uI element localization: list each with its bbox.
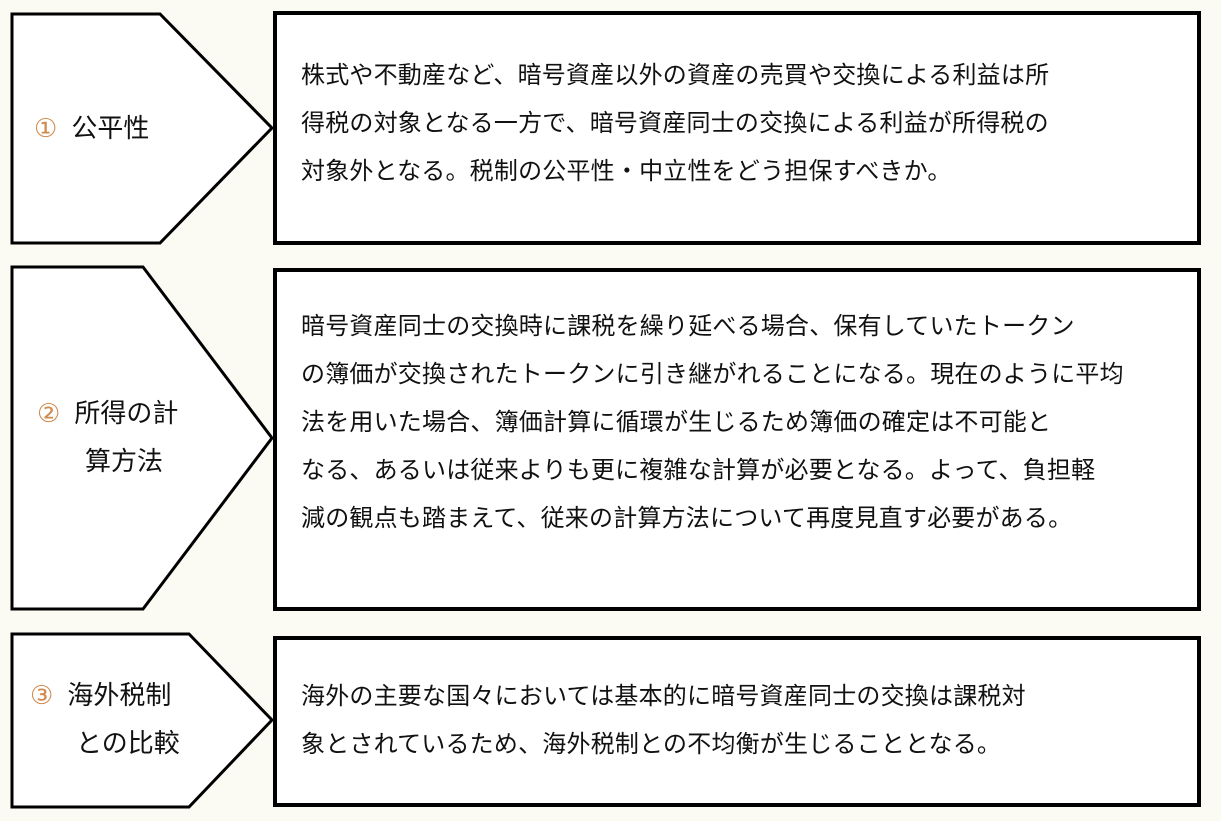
item-row-fairness: ① 公平性 株式や不動産など、暗号資産以外の資産の売買や交換による利益は所 得税の… xyxy=(0,0,1221,250)
item-description: 暗号資産同士の交換時に課税を繰り延べる場合、保有していたトークン の簿価が交換さ… xyxy=(301,302,1187,542)
description-line: 得税の対象となる一方で、暗号資産同士の交換による利益が所得税の xyxy=(301,109,1049,137)
item-number: ① xyxy=(34,114,58,144)
item-title-line: 公平性 xyxy=(71,114,150,144)
item-title-line: 海外税制 xyxy=(67,681,172,711)
item-description-box: 株式や不動産など、暗号資産以外の資産の売買や交換による利益は所 得税の対象となる… xyxy=(273,11,1201,245)
item-heading: ② 所得の計 算方法 xyxy=(37,390,178,486)
item-description: 海外の主要な国々においては基本的に暗号資産同士の交換は課税対 象とされているため… xyxy=(301,672,1187,768)
item-description: 株式や不動産など、暗号資産以外の資産の売買や交換による利益は所 得税の対象となる… xyxy=(301,51,1187,195)
description-line: の簿価が交換されたトークンに引き継がれることになる。現在のように平均 xyxy=(301,360,1124,388)
pentagon-arrow-shape xyxy=(10,265,274,611)
description-line: 海外の主要な国々においては基本的に暗号資産同士の交換は課税対 xyxy=(301,682,1026,710)
item-row-income-calculation: ② 所得の計 算方法 暗号資産同士の交換時に課税を繰り延べる場合、保有していたトー… xyxy=(10,265,1201,611)
description-line: 象とされているため、海外税制との不均衡が生じることとなる。 xyxy=(301,730,1002,758)
item-number: ③ xyxy=(30,681,54,711)
item-title-line: 所得の計 xyxy=(74,399,179,429)
pentagon-arrow-shape xyxy=(10,12,275,245)
description-line: 株式や不動産など、暗号資産以外の資産の売買や交換による利益は所 xyxy=(301,61,1050,89)
description-line: 対象外となる。税制の公平性・中立性をどう担保すべきか。 xyxy=(301,157,952,185)
description-line: 減の観点も踏まえて、従来の計算方法について再度見直す必要がある。 xyxy=(301,504,1073,532)
item-heading: ① 公平性 xyxy=(34,105,149,153)
item-description-box: 暗号資産同士の交換時に課税を繰り延べる場合、保有していたトークン の簿価が交換さ… xyxy=(273,268,1201,611)
item-heading: ③ 海外税制 との比較 xyxy=(30,672,180,768)
item-title-line: 算方法 xyxy=(85,447,164,477)
item-number: ② xyxy=(37,399,61,429)
description-line: 暗号資産同士の交換時に課税を繰り延べる場合、保有していたトークン xyxy=(301,312,1075,340)
item-title-line: との比較 xyxy=(76,729,180,759)
description-line: 法を用いた場合、簿価計算に循環が生じるため簿価の確定は不可能と xyxy=(301,408,1052,436)
description-line: なる、あるいは従来よりも更に複雑な計算が必要となる。よって、負担軽 xyxy=(301,456,1096,484)
pentagon-arrow-shape xyxy=(10,632,275,809)
item-description-box: 海外の主要な国々においては基本的に暗号資産同士の交換は課税対 象とされているため… xyxy=(273,636,1201,807)
